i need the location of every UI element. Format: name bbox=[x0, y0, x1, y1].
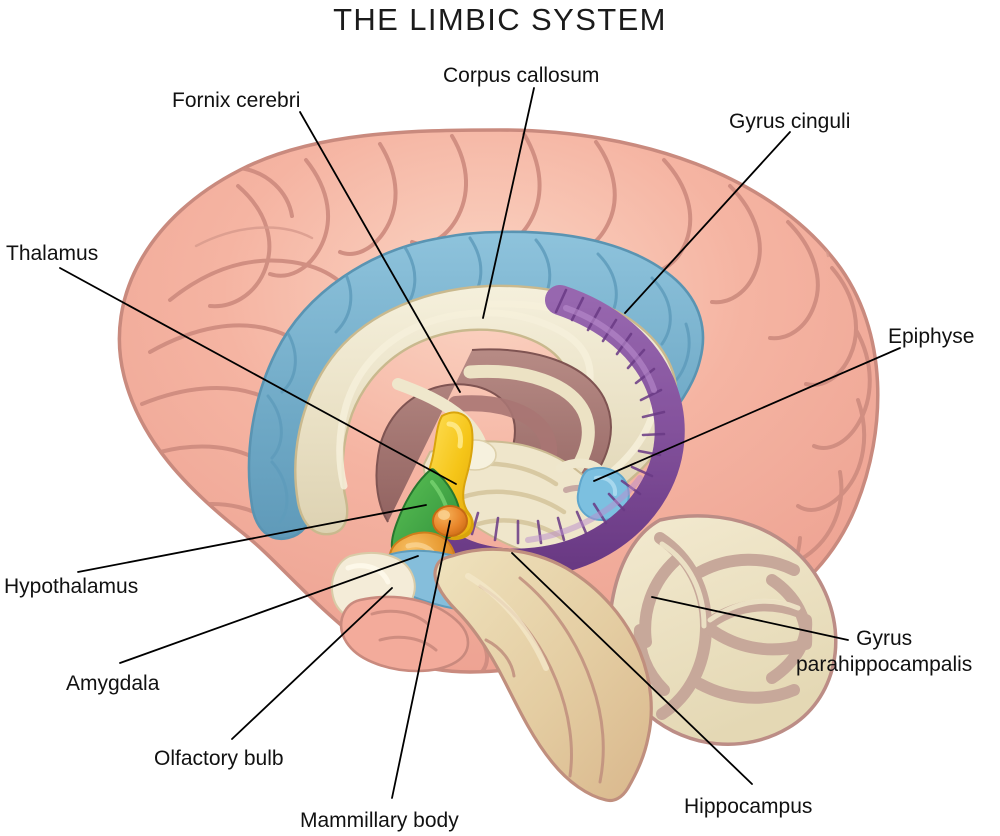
epiphyse-structure bbox=[576, 467, 630, 522]
leader-line-hypothalamus bbox=[77, 504, 427, 573]
label-gyrus-parahippocampalis-line-2: parahippocampalis bbox=[796, 653, 973, 676]
label-fornix-cerebri: Fornix cerebri bbox=[172, 89, 301, 112]
label-olfactory-bulb: Olfactory bulb bbox=[154, 747, 284, 770]
brainstem bbox=[433, 547, 653, 803]
label-hypothalamus: Hypothalamus bbox=[4, 575, 139, 598]
label-mammillary-body: Mammillary body bbox=[300, 809, 459, 832]
label-gyrus-cinguli: Gyrus cinguli bbox=[729, 110, 851, 133]
leader-line-olfactory-bulb bbox=[231, 587, 393, 740]
label-corpus-callosum: Corpus callosum bbox=[443, 64, 600, 87]
label-gyrus-parahippocampalis-line-1: Gyrus bbox=[856, 627, 913, 650]
leader-line-gyrus-parahippocampalis bbox=[651, 596, 849, 641]
leader-line-fornix-cerebri bbox=[299, 111, 461, 393]
label-amygdala: Amygdala bbox=[66, 672, 160, 695]
label-epiphyse: Epiphyse bbox=[888, 325, 975, 348]
leader-line-thalamus bbox=[59, 267, 457, 485]
leader-line-gyrus-cinguli bbox=[624, 131, 791, 314]
cerebellum bbox=[608, 514, 838, 746]
label-thalamus: Thalamus bbox=[6, 242, 99, 265]
leader-line-epiphyse bbox=[593, 347, 901, 482]
leader-lines bbox=[59, 87, 901, 799]
leader-line-hippocampus bbox=[511, 552, 753, 785]
leader-line-mammillary-body bbox=[391, 520, 451, 799]
temporal-pole-fragment bbox=[339, 595, 470, 673]
page-title: THE LIMBIC SYSTEM bbox=[333, 2, 667, 37]
leader-line-corpus-callosum bbox=[482, 87, 535, 319]
label-gyrus-parahippocampalis: Gyrus parahippocampalis bbox=[796, 626, 972, 678]
label-hippocampus: Hippocampus bbox=[684, 795, 813, 818]
leader-line-amygdala bbox=[119, 555, 419, 664]
